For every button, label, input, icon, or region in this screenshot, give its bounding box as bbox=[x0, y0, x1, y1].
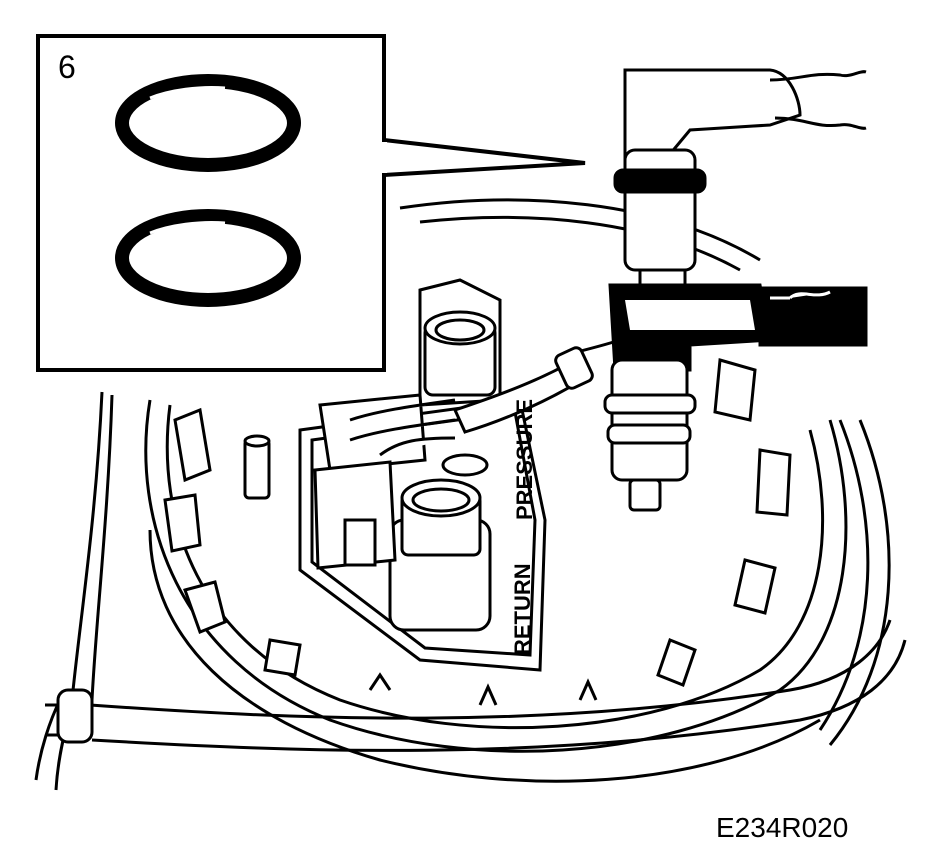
pressure-line-connector bbox=[613, 68, 867, 300]
return-fuel-line bbox=[45, 619, 907, 752]
flange-tabs bbox=[163, 358, 792, 706]
o-ring-upper bbox=[115, 74, 301, 172]
pressure-label: PRESSURE bbox=[512, 399, 537, 520]
callout-number: 6 bbox=[58, 49, 76, 85]
o-ring-lower bbox=[115, 209, 301, 307]
electrical-connector bbox=[313, 393, 456, 570]
return-label: RETURN bbox=[510, 563, 535, 655]
return-line-connector bbox=[603, 283, 868, 512]
callout-box bbox=[36, 34, 586, 372]
wiring-harness bbox=[452, 338, 621, 434]
return-port bbox=[388, 453, 492, 632]
pressure-port bbox=[418, 278, 502, 407]
locating-post bbox=[243, 434, 271, 500]
figure-code: E234R020 bbox=[716, 812, 848, 843]
tank-opening-rings bbox=[144, 198, 891, 783]
